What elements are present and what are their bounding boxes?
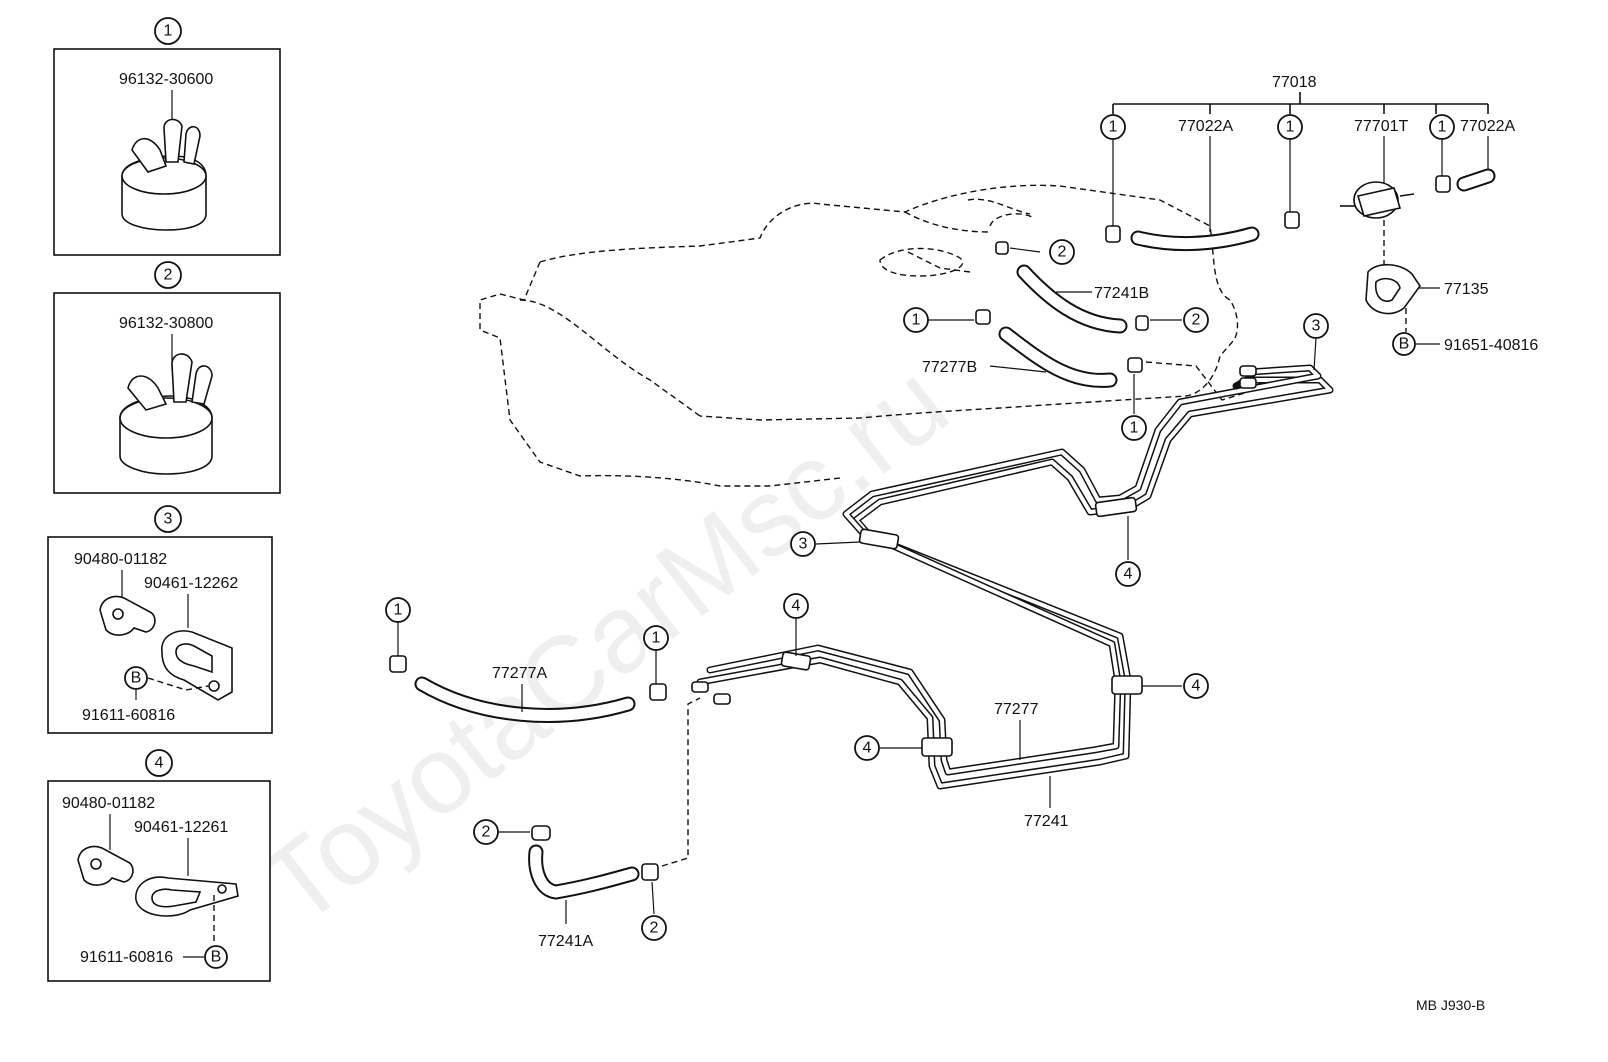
detail-panel-3: 3 90480-01182 90461-12262 B 91611-60816 bbox=[47, 505, 273, 734]
bolt-b-callout-circle bbox=[204, 945, 228, 969]
bolt-b-callout-circle bbox=[124, 666, 148, 690]
fuel-filter-icon bbox=[1340, 181, 1415, 219]
callout-2: 2 bbox=[482, 824, 491, 841]
callout-2: 2 bbox=[650, 920, 659, 937]
clamp-3-icon bbox=[858, 528, 900, 550]
watermark: ToyotaCarMsc.ru bbox=[239, 340, 970, 949]
filter-bracket-icon bbox=[1365, 263, 1421, 315]
drawing-code: MB J930-B bbox=[1416, 997, 1485, 1013]
label-77277A: 77277A bbox=[492, 665, 547, 682]
label-77022A-left: 77022A bbox=[1178, 118, 1233, 135]
panel-3-part-2: 91611-60816 bbox=[82, 707, 175, 724]
label-77135: 77135 bbox=[1444, 281, 1489, 298]
callout-4: 4 bbox=[863, 740, 872, 757]
lower-hoses: 1 77277A 1 2 77241A 2 bbox=[385, 597, 701, 950]
bracket-clamp-icon bbox=[135, 876, 239, 917]
panel-4-part-0: 90480-01182 bbox=[62, 795, 155, 812]
bolt-b-callout: B bbox=[131, 670, 142, 687]
detail-panel-2: 2 96132-30800 bbox=[53, 261, 281, 494]
callout-1: 1 bbox=[1286, 119, 1295, 136]
detail-panel-4: 4 90480-01182 90461-12261 91611-60816 B bbox=[47, 749, 271, 982]
pipe-fitting-icon bbox=[1239, 365, 1257, 377]
panel-1-index: 1 bbox=[164, 23, 173, 40]
detail-panel-1: 1 96132-30600 bbox=[53, 17, 281, 256]
panel-4-index-circle bbox=[145, 749, 173, 777]
tank-hoses: 2 77241B 2 1 77277B 1 bbox=[903, 239, 1249, 441]
panel-1-part-0: 96132-30600 bbox=[119, 71, 213, 88]
pipe-fitting-icon bbox=[691, 681, 709, 693]
clamp-icon bbox=[975, 309, 991, 325]
callout-3: 3 bbox=[799, 536, 808, 553]
label-77241B: 77241B bbox=[1094, 285, 1149, 302]
callout-4: 4 bbox=[792, 598, 801, 615]
panel-3-index-circle bbox=[154, 505, 182, 533]
label-77241A: 77241A bbox=[538, 933, 593, 950]
clamp-4-icon bbox=[1111, 675, 1143, 695]
clamp-icon bbox=[641, 863, 659, 881]
label-77241: 77241 bbox=[1024, 813, 1069, 830]
label-77022A-right: 77022A bbox=[1460, 118, 1515, 135]
label-91651-40816: 91651-40816 bbox=[1444, 337, 1538, 354]
bolt-b-callout: B bbox=[211, 949, 222, 966]
panel-4-part-2: 91611-60816 bbox=[80, 949, 173, 966]
clamp-4-icon bbox=[1094, 496, 1138, 518]
bracket-clamp-icon bbox=[161, 630, 233, 701]
panel-1-index-circle bbox=[154, 17, 182, 45]
label-77277B: 77277B bbox=[922, 359, 977, 376]
panel-4-index: 4 bbox=[155, 755, 164, 772]
callout-2: 2 bbox=[1192, 312, 1201, 329]
clamp-icon bbox=[1105, 225, 1121, 243]
pipe-fitting-icon bbox=[713, 693, 731, 705]
clamp-icon bbox=[995, 241, 1009, 255]
vent-assembly: 77018 1 77022A 1 77701T 1 77022A bbox=[1100, 74, 1538, 356]
clamp-4-icon bbox=[921, 737, 953, 757]
clamp-icon bbox=[1135, 315, 1149, 331]
panel-2-part-0: 96132-30800 bbox=[119, 315, 213, 332]
clamp-icon bbox=[1284, 211, 1300, 229]
label-77018: 77018 bbox=[1272, 74, 1317, 91]
callout-4: 4 bbox=[1192, 678, 1201, 695]
clamp-icon bbox=[389, 655, 407, 673]
pipe-fitting-icon bbox=[1239, 377, 1257, 389]
pipe-clamp-icon bbox=[99, 595, 156, 636]
callout-4: 4 bbox=[1124, 566, 1133, 583]
pipe-clamp-icon bbox=[77, 845, 134, 886]
callout-3: 3 bbox=[1312, 318, 1321, 335]
callout-1: 1 bbox=[394, 602, 403, 619]
fuel-tank-outline bbox=[479, 184, 1239, 487]
panel-2-index-circle bbox=[154, 261, 182, 289]
clamp-4-icon bbox=[780, 651, 812, 671]
panel-4-part-1: 90461-12261 bbox=[134, 819, 228, 836]
clamp-icon bbox=[1435, 175, 1451, 193]
callout-1: 1 bbox=[1109, 119, 1118, 136]
panel-3-part-1: 90461-12262 bbox=[144, 575, 238, 592]
clamp-icon bbox=[1127, 357, 1143, 373]
callout-1: 1 bbox=[1438, 119, 1447, 136]
callout-1: 1 bbox=[912, 312, 921, 329]
hose-clamp-icon bbox=[119, 353, 213, 475]
label-77701T: 77701T bbox=[1354, 118, 1408, 135]
hose-clamp-icon bbox=[121, 118, 207, 231]
panel-3-index: 3 bbox=[164, 511, 173, 528]
bolt-b-callout: B bbox=[1399, 336, 1410, 353]
callout-2: 2 bbox=[1058, 244, 1067, 261]
clamp-icon bbox=[649, 683, 667, 701]
callout-1: 1 bbox=[1130, 420, 1139, 437]
panel-2-index: 2 bbox=[164, 267, 173, 284]
label-77277: 77277 bbox=[994, 701, 1039, 718]
clamp-icon bbox=[531, 825, 551, 841]
panel-3-part-0: 90480-01182 bbox=[74, 551, 167, 568]
callout-1: 1 bbox=[652, 630, 661, 647]
fuel-pipes: 3 4 3 4 4 4 77277 77241 bbox=[691, 313, 1334, 830]
